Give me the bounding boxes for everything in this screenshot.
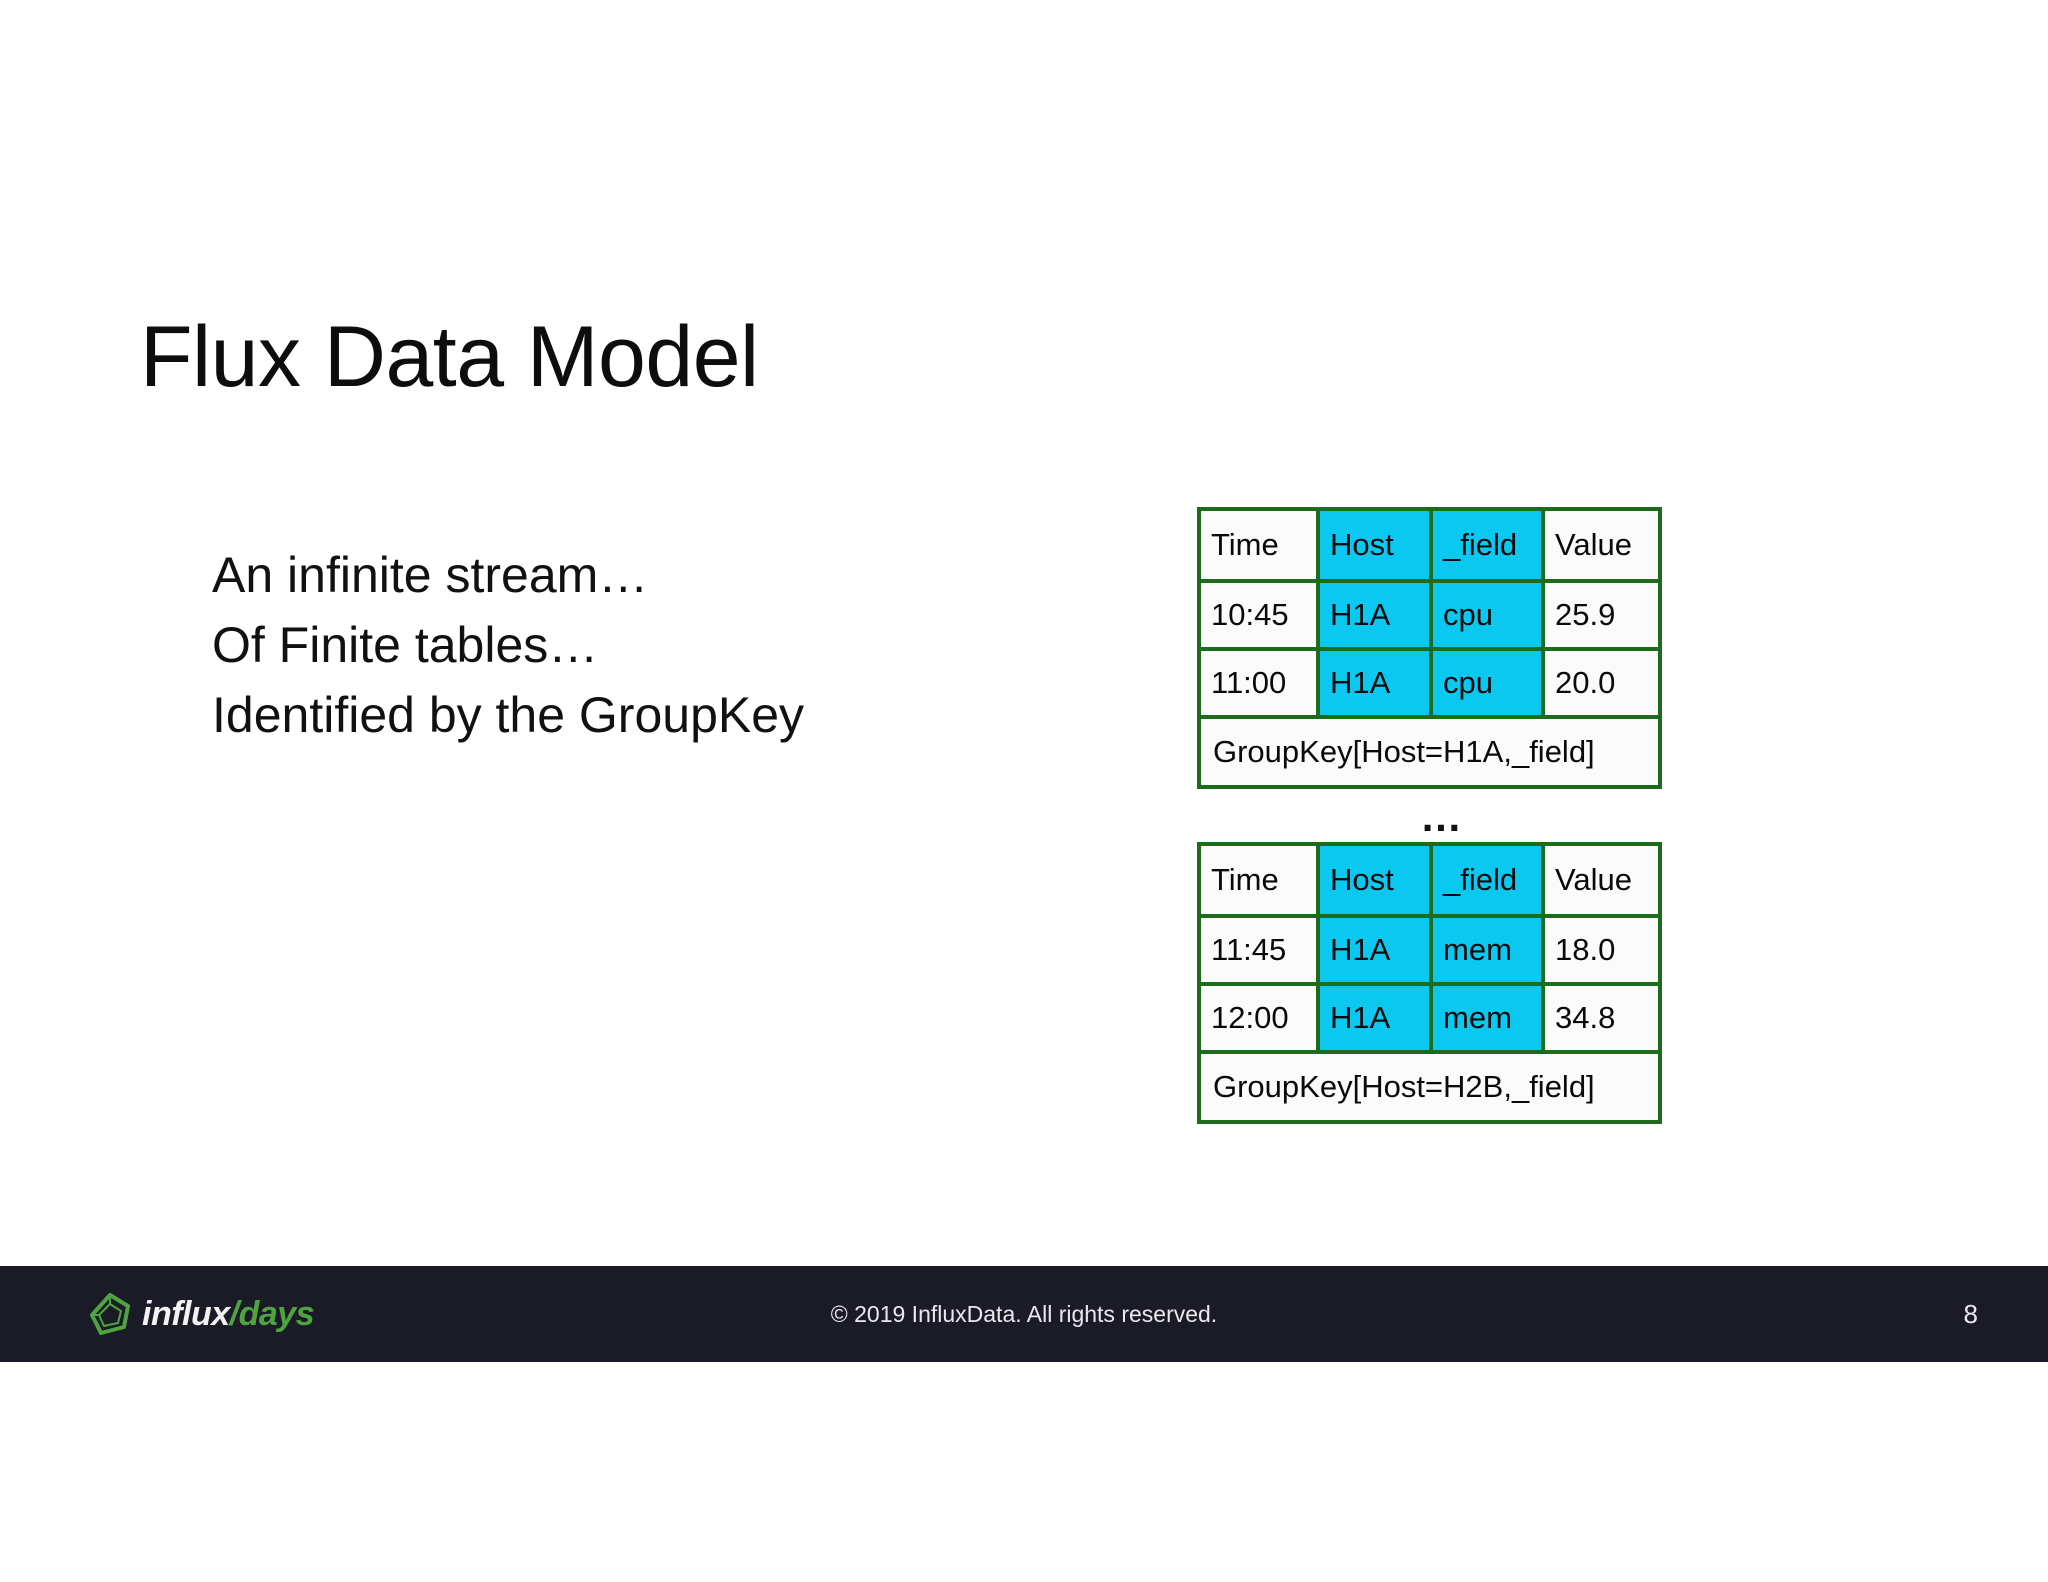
table-row: 11:45 H1A mem 18.0 <box>1201 914 1658 982</box>
cell-value: 20.0 <box>1541 651 1658 715</box>
cell-value: 18.0 <box>1541 918 1658 982</box>
body-text-block: An infinite stream… Of Finite tables… Id… <box>212 540 1012 750</box>
cell-value: 34.8 <box>1541 986 1658 1050</box>
table-row: 11:00 H1A cpu 20.0 <box>1201 647 1658 715</box>
cell-host: H1A <box>1316 918 1429 982</box>
groupkey-row: GroupKey[Host=H2B,_field] <box>1201 1050 1658 1120</box>
table-row: 10:45 H1A cpu 25.9 <box>1201 579 1658 647</box>
body-line-3: Identified by the GroupKey <box>212 687 805 743</box>
header-cell-value: Value <box>1541 846 1658 914</box>
cell-host: H1A <box>1316 651 1429 715</box>
header-cell-host: Host <box>1316 846 1429 914</box>
header-cell-time: Time <box>1201 511 1316 579</box>
footer-copyright: © 2019 InfluxData. All rights reserved. <box>830 1300 1218 1327</box>
slide-footer: influx/days © 2019 InfluxData. All right… <box>0 1266 2048 1362</box>
groupkey-row: GroupKey[Host=H1A,_field] <box>1201 715 1658 785</box>
header-cell-field: _field <box>1429 846 1541 914</box>
page-title: Flux Data Model <box>140 309 759 405</box>
table-row: 12:00 H1A mem 34.8 <box>1201 982 1658 1050</box>
header-cell-field: _field <box>1429 511 1541 579</box>
cell-time: 11:45 <box>1201 918 1316 982</box>
table-header-row: Time Host _field Value <box>1201 846 1658 914</box>
logo-wordmark: influx/days <box>142 1294 315 1334</box>
header-cell-host: Host <box>1316 511 1429 579</box>
cell-field: cpu <box>1429 583 1541 647</box>
cell-time: 11:00 <box>1201 651 1316 715</box>
page-number: 8 <box>1963 1298 1978 1329</box>
cell-host: H1A <box>1316 583 1429 647</box>
groupkey-label: GroupKey[Host=H2B,_field] <box>1201 1054 1658 1120</box>
cell-field: cpu <box>1429 651 1541 715</box>
cell-value: 25.9 <box>1541 583 1658 647</box>
body-line-2: Of Finite tables… <box>212 617 599 673</box>
flux-table-cpu: Time Host _field Value 10:45 H1A cpu 25.… <box>1197 507 1662 789</box>
cell-time: 12:00 <box>1201 986 1316 1050</box>
logo-word-influx: influx <box>142 1294 230 1333</box>
cell-host: H1A <box>1316 986 1429 1050</box>
table-header-row: Time Host _field Value <box>1201 511 1658 579</box>
groupkey-label: GroupKey[Host=H1A,_field] <box>1201 719 1658 785</box>
body-line-1: An infinite stream… <box>212 547 649 603</box>
tables-ellipsis: … <box>1420 793 1464 840</box>
header-cell-value: Value <box>1541 511 1658 579</box>
logo-word-days: /days <box>229 1294 315 1333</box>
influx-polygon-logo-icon <box>90 1293 130 1335</box>
influxdays-logo: influx/days <box>88 1292 315 1336</box>
cell-time: 10:45 <box>1201 583 1316 647</box>
flux-table-mem: Time Host _field Value 11:45 H1A mem 18.… <box>1197 842 1662 1124</box>
header-cell-time: Time <box>1201 846 1316 914</box>
cell-field: mem <box>1429 918 1541 982</box>
cell-field: mem <box>1429 986 1541 1050</box>
